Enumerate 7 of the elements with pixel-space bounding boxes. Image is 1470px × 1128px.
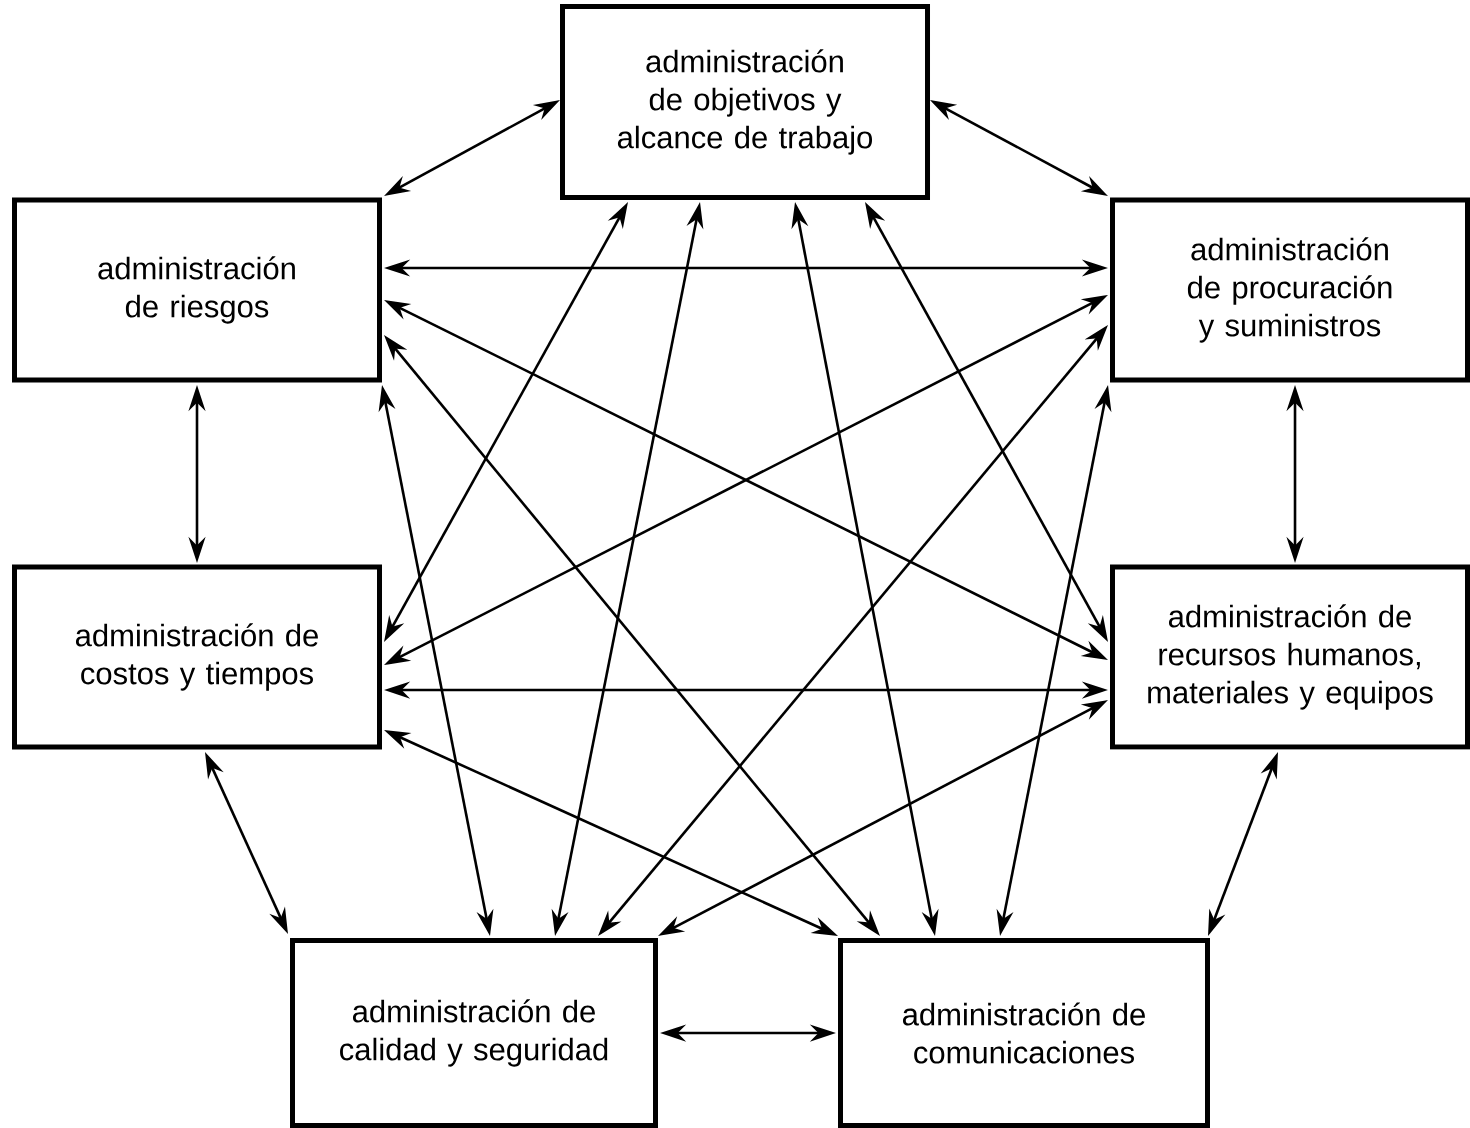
process-box: administración de costos y tiempos (12, 564, 382, 750)
process-box: administración de procuración y suministros (1110, 197, 1470, 383)
process-box: administración de riesgos (12, 197, 382, 383)
process-box: administración de comunicaciones (838, 938, 1210, 1128)
process-box: administración de calidad y seguridad (290, 938, 658, 1128)
process-box: administración de recursos humanos, materiales y equipos (1110, 564, 1470, 750)
process-box: administración de objetivos y alcance de trabajo (560, 4, 930, 200)
